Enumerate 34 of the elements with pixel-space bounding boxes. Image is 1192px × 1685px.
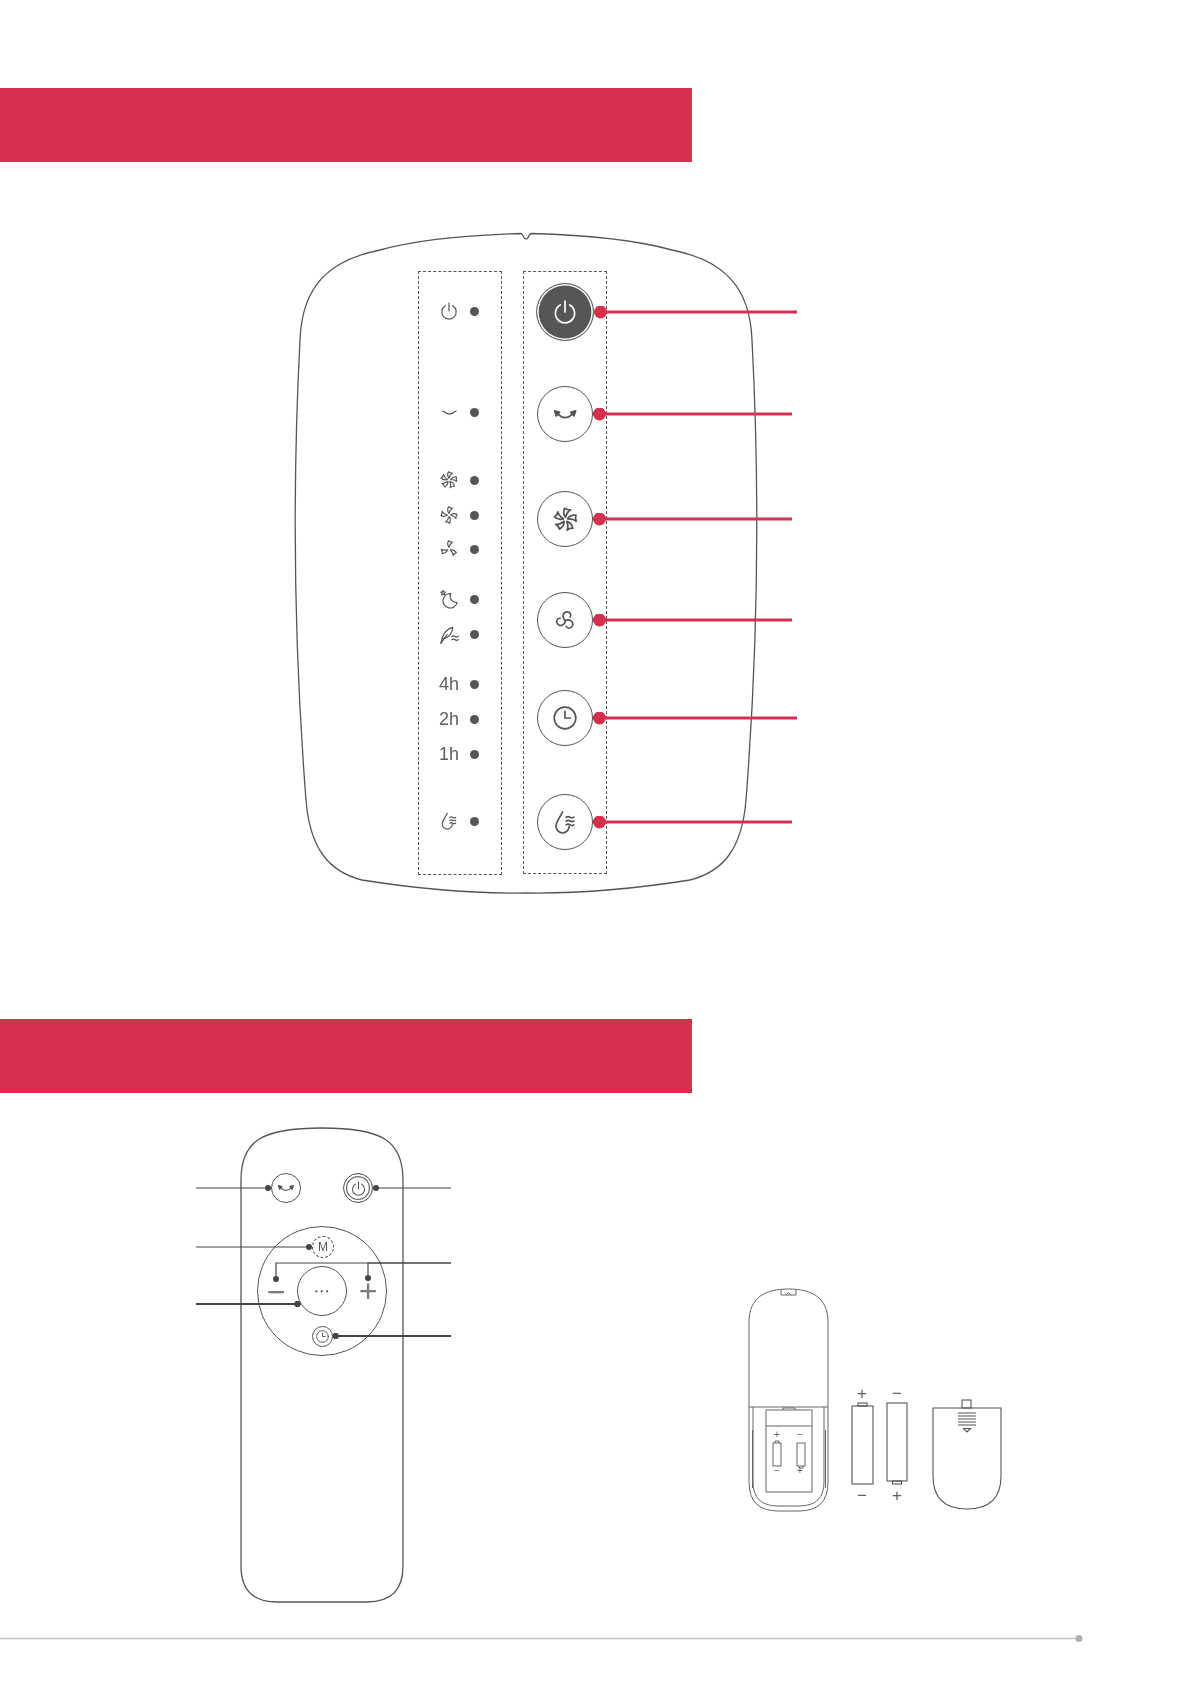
center-button (297, 1266, 347, 1316)
polarity-sign: + (892, 1486, 902, 1504)
polarity-sign: − (892, 1384, 902, 1402)
leader-line (594, 305, 797, 319)
swing-button (537, 386, 593, 442)
polarity-sign: − (774, 1466, 780, 1476)
leader-line (195, 1244, 313, 1250)
leader-line (593, 407, 792, 421)
leader-line (365, 1262, 452, 1282)
leader-line (372, 1185, 452, 1191)
mode-button: M (312, 1236, 334, 1258)
polarity-sign: + (774, 1430, 780, 1440)
timer-setting-text: 2h (439, 710, 459, 728)
power-button (343, 1173, 373, 1203)
polarity-sign: + (797, 1466, 803, 1476)
minus-sign: − (266, 1282, 286, 1302)
timer-button (537, 690, 593, 746)
fan-speed-button (537, 491, 593, 547)
humidify-button (537, 794, 593, 850)
polarity-sign: + (857, 1384, 867, 1402)
leader-line (593, 512, 792, 526)
leader-line (593, 613, 792, 627)
polarity-sign: − (857, 1486, 867, 1504)
leader-line (195, 1185, 272, 1191)
mode-button (537, 592, 593, 648)
polarity-sign: − (797, 1430, 803, 1440)
timer-setting-text: 1h (439, 745, 459, 763)
plus-sign: + (358, 1281, 378, 1301)
leader-line (593, 711, 797, 725)
timer-setting-text: 4h (439, 675, 459, 693)
leader-line (593, 815, 792, 829)
leader-line (331, 1332, 452, 1340)
swing-button (271, 1173, 301, 1203)
leader-line (195, 1300, 302, 1308)
